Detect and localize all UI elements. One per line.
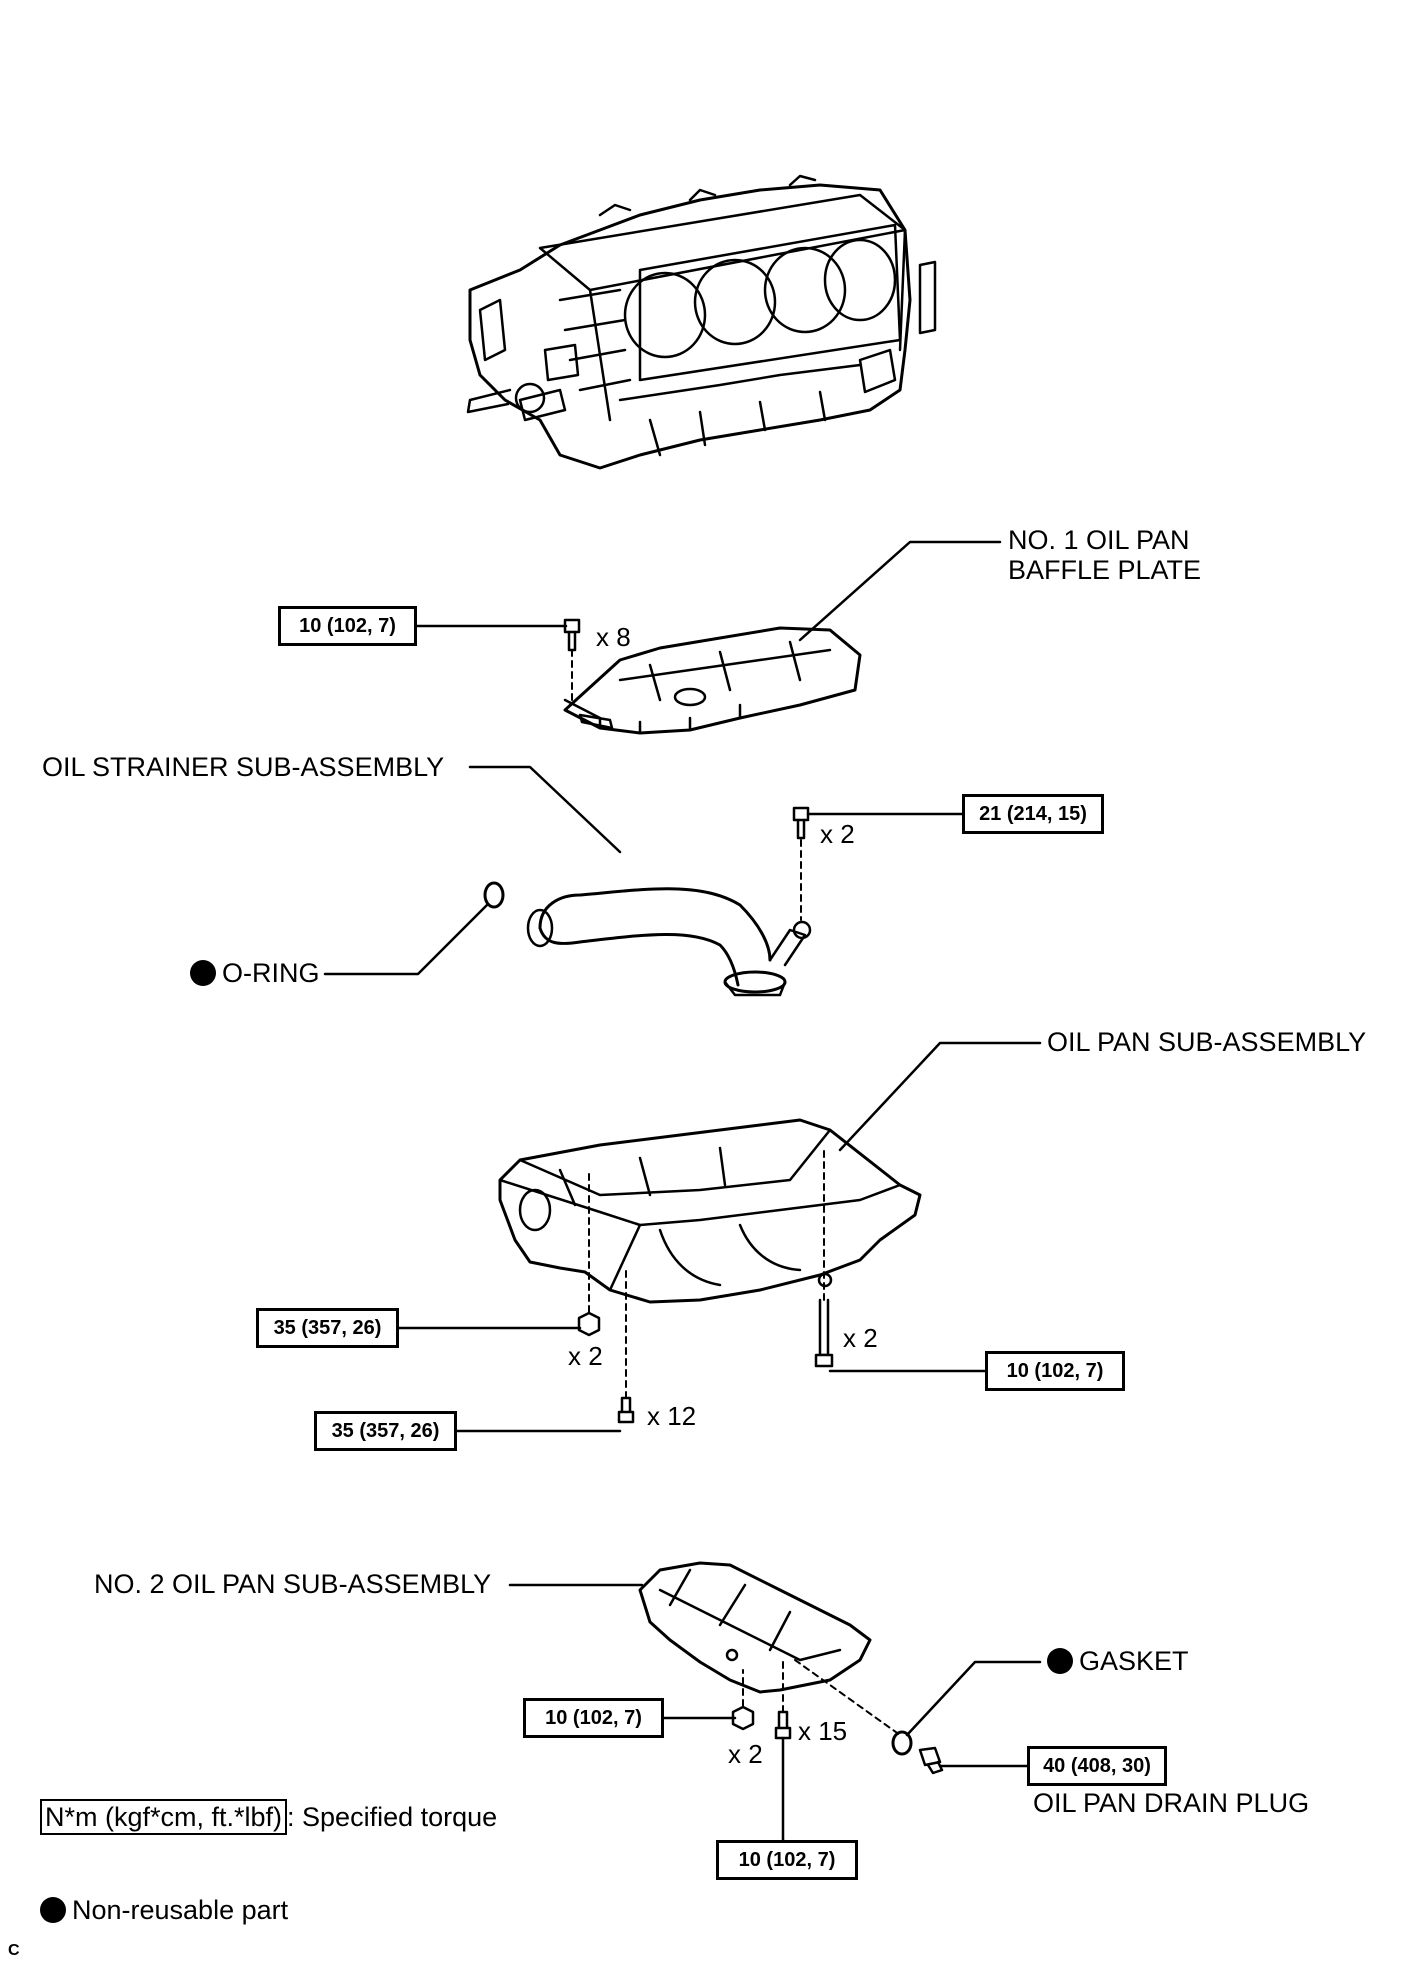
qty-strainer-bolts: x 2: [820, 819, 855, 849]
non-reusable-dot-icon: [40, 1897, 66, 1923]
legend-torque-units: N*m (kgf*cm, ft.*lbf): [40, 1799, 288, 1835]
legend-non-reusable: Non-reusable part: [40, 1895, 288, 1925]
qty-no2-pan-bolts: x 15: [798, 1716, 848, 1746]
gasket-label-text: GASKET: [1079, 1646, 1189, 1676]
drain-plug-illustration: [794, 1659, 944, 1775]
gasket-label: GASKET: [1047, 1646, 1189, 1676]
torque-strainer-bolts: 21 (214, 15): [962, 794, 1104, 834]
no2-pan-bolt-illustration: [774, 1659, 792, 1842]
leader-lines: [323, 540, 1042, 1842]
baffle-plate-label-line1: NO. 1 OIL PAN: [1008, 525, 1190, 555]
oil-pan-label: OIL PAN SUB-ASSEMBLY: [1047, 1027, 1367, 1057]
oil-pan-nut-illustration: [577, 1169, 601, 1337]
qty-no2-pan-nuts: x 2: [728, 1739, 763, 1769]
drain-plug-label: OIL PAN DRAIN PLUG: [1033, 1788, 1310, 1818]
no2-oil-pan-label: NO. 2 OIL PAN SUB-ASSEMBLY: [94, 1569, 492, 1599]
qty-oil-pan-nuts: x 2: [568, 1341, 603, 1371]
legend-torque-desc: : Specified torque: [287, 1802, 498, 1832]
oil-strainer-illustration: [483, 881, 812, 997]
qty-oil-pan-long-bolts: x 2: [843, 1323, 878, 1353]
baffle-plate-label-line2: BAFFLE PLATE: [1008, 555, 1202, 585]
oil-strainer-label: OIL STRAINER SUB-ASSEMBLY: [42, 752, 445, 782]
qty-baffle-bolts: x 8: [596, 622, 631, 652]
engine-block-illustration: [466, 174, 937, 470]
oil-pan-long-bolt-illustration: [814, 1149, 834, 1368]
baffle-plate-illustration: [563, 626, 862, 735]
torque-baffle-bolts: 10 (102, 7): [278, 606, 417, 646]
no2-pan-nut-illustration: [731, 1669, 755, 1731]
legend-specified-torque: N*m (kgf*cm, ft.*lbf): Specified torque: [40, 1799, 497, 1835]
torque-no2-pan-nuts: 10 (102, 7): [523, 1698, 664, 1738]
torque-oil-pan-nuts: 35 (357, 26): [256, 1308, 399, 1348]
torque-no2-pan-bolts: 10 (102, 7): [716, 1840, 858, 1880]
baffle-bolt-illustration: [563, 618, 581, 706]
baffle-plate-label: NO. 1 OIL PAN BAFFLE PLATE: [1008, 525, 1201, 585]
non-reusable-dot-icon: [190, 960, 216, 986]
strainer-bolt-illustration: [792, 806, 810, 921]
oil-pan-illustration: [498, 1118, 922, 1304]
oil-pan-bolt-illustration: [617, 1269, 635, 1424]
torque-oil-pan-long-bolts: 10 (102, 7): [985, 1351, 1125, 1391]
o-ring-label: O-RING: [190, 958, 320, 988]
torque-oil-pan-bolts-12: 35 (357, 26): [314, 1411, 457, 1451]
corner-mark: C: [8, 1942, 20, 1959]
legend-non-reusable-text: Non-reusable part: [72, 1895, 289, 1925]
no2-oil-pan-illustration: [638, 1561, 872, 1694]
qty-oil-pan-bolts-12: x 12: [647, 1401, 697, 1431]
o-ring-label-text: O-RING: [222, 958, 320, 988]
torque-drain-plug: 40 (408, 30): [1027, 1746, 1167, 1786]
non-reusable-dot-icon: [1047, 1648, 1073, 1674]
